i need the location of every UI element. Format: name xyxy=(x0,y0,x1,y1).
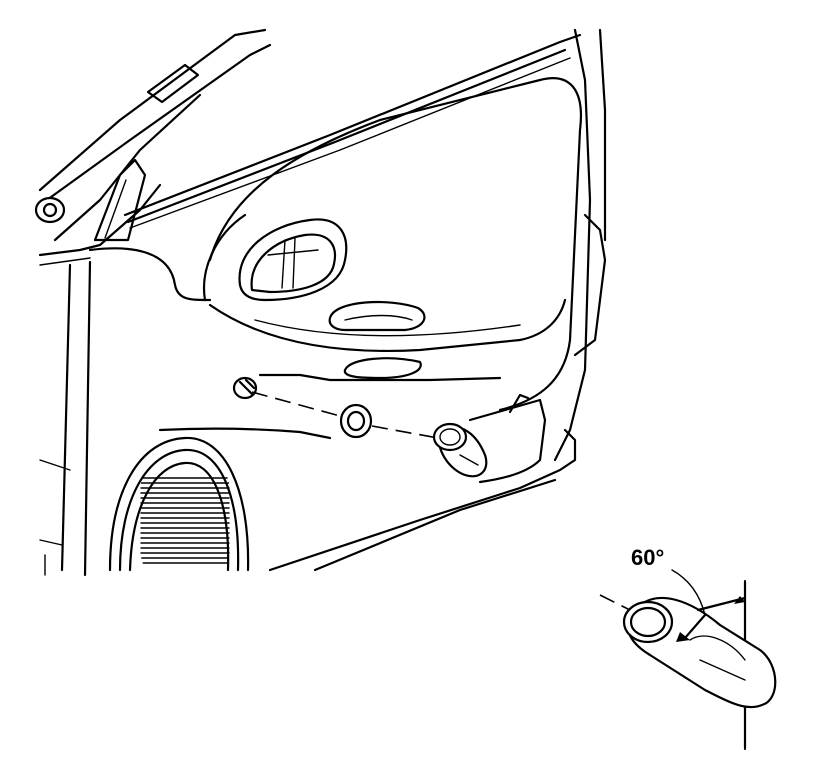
door-frame-pillar xyxy=(38,28,272,266)
door-rear-edge xyxy=(553,28,607,462)
door-bottom-sill xyxy=(39,260,577,577)
screw-retainer-grommet xyxy=(339,403,373,439)
speaker-grille xyxy=(108,436,250,572)
installation-axis-line xyxy=(251,391,439,439)
mirror-mount-bolt xyxy=(34,158,147,242)
trim-plug-bezel xyxy=(432,422,488,478)
armrest-pull-cup xyxy=(328,300,426,380)
angle-label: 60° xyxy=(631,545,664,570)
plug-angle-detail: 60° xyxy=(599,545,777,750)
lower-trim-map-pocket xyxy=(158,373,547,484)
door-trim-panel xyxy=(88,77,583,412)
inside-door-handle xyxy=(238,218,348,302)
window-glass-edge xyxy=(123,33,582,229)
trim-screw xyxy=(232,376,258,400)
